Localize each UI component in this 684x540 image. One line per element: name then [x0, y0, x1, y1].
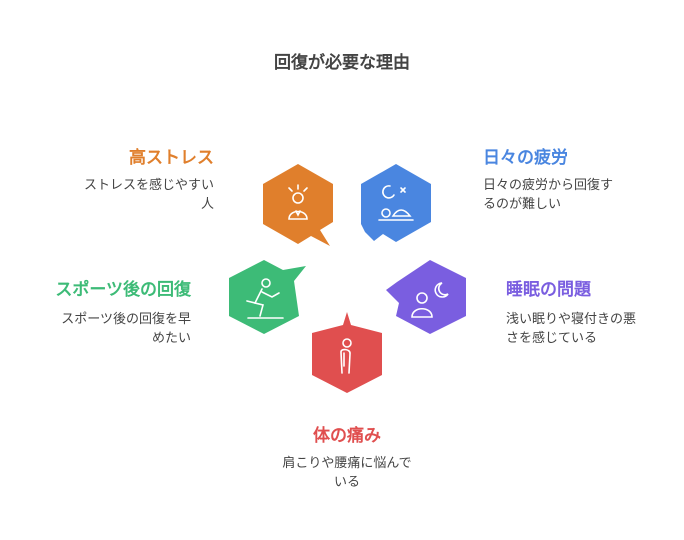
- page-title: 回復が必要な理由: [274, 53, 410, 73]
- desc-sleep-line1: 浅い眠りや寝付きの悪: [506, 312, 637, 327]
- desc-fatigue: 日々の疲労から回復す るのが難しい: [483, 176, 663, 214]
- stress-hexagon-shape: [263, 164, 333, 246]
- sleep-hexagon-shape: [386, 260, 466, 334]
- fatigue-hexagon-shape: [361, 164, 431, 242]
- exhausted-person-icon: [378, 185, 414, 221]
- desc-pain-line1: 肩こりや腰痛に悩んで: [282, 456, 412, 471]
- desc-sports-line2: めたい: [151, 331, 191, 346]
- label-fatigue: 日々の疲労: [483, 148, 568, 168]
- desc-sports-line1: スポーツ後の回復を早: [61, 312, 191, 327]
- label-sports: スポーツ後の回復: [55, 280, 191, 300]
- running-person-icon: [246, 278, 284, 319]
- desc-fatigue-line2: るのが難しい: [483, 197, 562, 212]
- desc-fatigue-line1: 日々の疲労から回復す: [483, 178, 614, 193]
- sports-hexagon: [229, 260, 306, 334]
- desc-pain: 肩こりや腰痛に悩んで いる: [247, 454, 447, 492]
- desc-stress-line2: 人: [200, 197, 214, 212]
- pain-hexagon-shape: [312, 312, 382, 393]
- fatigue-hexagon: [361, 164, 431, 242]
- pain-hexagon: [312, 312, 382, 393]
- label-pain: 体の痛み: [313, 426, 381, 446]
- desc-sports: スポーツ後の回復を早 めたい: [10, 310, 191, 348]
- label-sleep: 睡眠の問題: [506, 280, 591, 300]
- desc-pain-line2: いる: [333, 475, 360, 490]
- stress-hexagon: [263, 164, 333, 246]
- stressed-person-icon: [288, 184, 308, 220]
- label-stress: 高ストレス: [129, 148, 214, 168]
- desc-stress: ストレスを感じやすい 人: [40, 176, 214, 214]
- desc-sleep: 浅い眠りや寝付きの悪 さを感じている: [506, 310, 676, 348]
- desc-sleep-line2: さを感じている: [506, 331, 598, 346]
- sleep-hexagon: [386, 260, 466, 334]
- desc-stress-line1: ストレスを感じやすい: [83, 178, 214, 193]
- person-moon-icon: [411, 282, 449, 318]
- sports-hexagon-shape: [229, 260, 306, 334]
- hunched-person-icon: [340, 338, 352, 374]
